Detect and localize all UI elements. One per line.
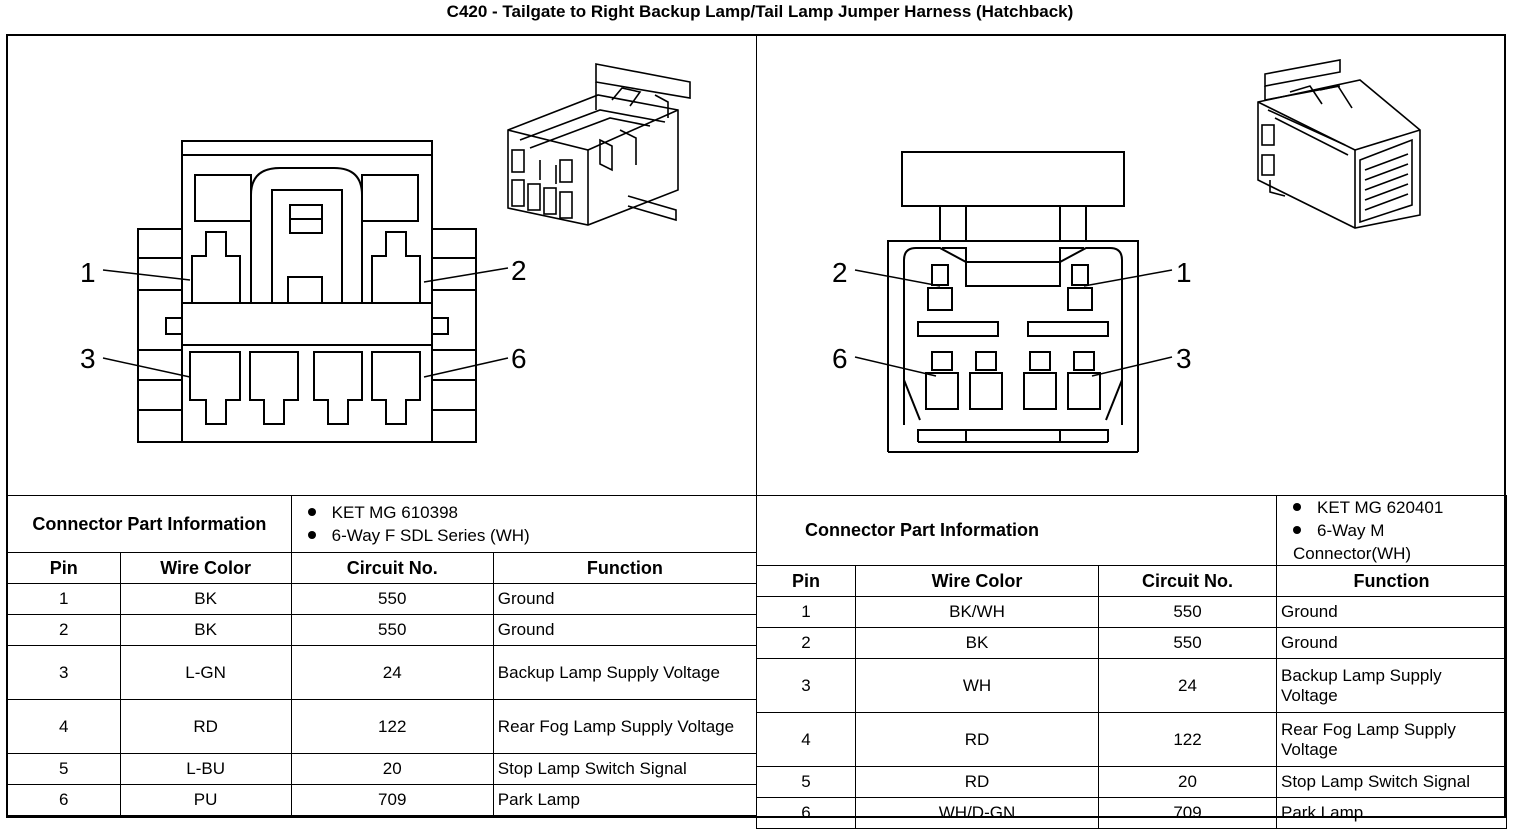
pin-cell: 5 xyxy=(756,766,856,798)
circuit-cell: 550 xyxy=(1098,627,1277,659)
header-circuit-no: Circuit No. xyxy=(1098,565,1277,597)
pin-cell: 6 xyxy=(6,784,121,816)
header-function: Function xyxy=(492,552,758,584)
header-pin: Pin xyxy=(756,565,856,597)
table-row: 1 BK/WH 550 Ground xyxy=(756,596,1507,628)
circuit-cell: 550 xyxy=(290,583,494,615)
left-pin-label-3: 3 xyxy=(80,343,96,374)
male-connector-face xyxy=(887,151,1139,453)
function-cell: Rear Fog Lamp Supply Voltage xyxy=(1276,712,1507,767)
male-connector-iso xyxy=(1257,59,1421,229)
table-row: 4 RD 122 Rear Fog Lamp Supply Voltage xyxy=(6,699,758,754)
wire-color-cell: L-BU xyxy=(119,753,292,785)
header-wire-color: Wire Color xyxy=(119,552,292,584)
wire-color-cell: RD xyxy=(119,699,292,754)
table-row: 2 BK 550 Ground xyxy=(756,627,1507,659)
wire-color-cell: RD xyxy=(855,712,1099,767)
function-cell: Park Lamp xyxy=(492,784,758,816)
pin-cell: 2 xyxy=(6,614,121,646)
bullet-icon xyxy=(307,530,316,539)
page-title: C420 - Tailgate to Right Backup Lamp/Tai… xyxy=(446,2,1074,21)
wire-color-cell: PU xyxy=(119,784,292,816)
table-row: 5 L-BU 20 Stop Lamp Switch Signal xyxy=(6,753,758,785)
function-cell: Ground xyxy=(492,583,758,615)
pin-cell: 1 xyxy=(756,596,856,628)
left-pin-label-6: 6 xyxy=(511,343,527,374)
wire-color-cell: BK/WH xyxy=(855,596,1099,628)
function-cell: Stop Lamp Switch Signal xyxy=(492,753,758,785)
right-pin-label-2: 2 xyxy=(832,257,848,288)
header-circuit-no: Circuit No. xyxy=(290,552,494,584)
header-pin: Pin xyxy=(6,552,121,584)
wire-color-cell: RD xyxy=(855,766,1099,798)
bullet-icon xyxy=(1293,525,1301,534)
wire-color-cell: BK xyxy=(119,583,292,615)
bullet-icon xyxy=(1293,502,1301,511)
table-row: 6 PU 709 Park Lamp xyxy=(6,784,758,816)
function-cell: Stop Lamp Switch Signal xyxy=(1276,766,1507,798)
table-row: 5 RD 20 Stop Lamp Switch Signal xyxy=(756,766,1507,798)
circuit-cell: 20 xyxy=(1098,766,1277,798)
circuit-cell: 20 xyxy=(290,753,494,785)
part-number: KET MG 620401 xyxy=(1317,498,1444,517)
female-connector-face xyxy=(137,140,477,443)
vertical-divider xyxy=(756,34,757,496)
function-cell: Ground xyxy=(1276,596,1507,628)
function-cell: Ground xyxy=(1276,627,1507,659)
wire-color-cell: BK xyxy=(855,627,1099,659)
female-connector-iso xyxy=(507,63,691,226)
connector-info-label: Connector Part Information xyxy=(756,495,1277,566)
right-pinout-table: Connector Part Information KET MG 620401… xyxy=(756,495,1507,829)
part-number: KET MG 610398 xyxy=(331,503,458,522)
header-function: Function xyxy=(1276,565,1507,597)
connector-info-label: Connector Part Information xyxy=(6,495,292,553)
function-cell: Backup Lamp Supply Voltage xyxy=(1276,658,1507,713)
wire-color-cell: L-GN xyxy=(119,645,292,700)
circuit-cell: 24 xyxy=(290,645,494,700)
part-info: KET MG 620401 6-Way M Connector(WH) xyxy=(1276,495,1507,566)
circuit-cell: 709 xyxy=(290,784,494,816)
header-wire-color: Wire Color xyxy=(855,565,1099,597)
table-row: 2 BK 550 Ground xyxy=(6,614,758,646)
pin-cell: 3 xyxy=(6,645,121,700)
pin-cell: 3 xyxy=(756,658,856,713)
right-pin-label-6: 6 xyxy=(832,343,848,374)
pin-cell: 4 xyxy=(6,699,121,754)
bullet-icon xyxy=(307,507,316,516)
left-pinout-table: Connector Part Information KET MG 610398… xyxy=(6,495,758,816)
pin-cell: 2 xyxy=(756,627,856,659)
circuit-cell: 24 xyxy=(1098,658,1277,713)
circuit-cell: 122 xyxy=(290,699,494,754)
table-row: 3 WH 24 Backup Lamp Supply Voltage xyxy=(756,658,1507,713)
wire-color-cell: WH xyxy=(855,658,1099,713)
right-pin-label-3: 3 xyxy=(1176,343,1192,374)
function-cell: Ground xyxy=(492,614,758,646)
connector-diagrams: 1 2 3 6 2 1 6 3 xyxy=(80,59,1421,453)
part-info: KET MG 610398 6-Way F SDL Series (WH) xyxy=(290,495,758,553)
circuit-cell: 550 xyxy=(1098,596,1277,628)
table-row: 4 RD 122 Rear Fog Lamp Supply Voltage xyxy=(756,712,1507,767)
table-row: 1 BK 550 Ground xyxy=(6,583,758,615)
table-row: 3 L-GN 24 Backup Lamp Supply Voltage xyxy=(6,645,758,700)
part-description: 6-Way F SDL Series (WH) xyxy=(331,526,530,545)
circuit-cell: 122 xyxy=(1098,712,1277,767)
pin-cell: 4 xyxy=(756,712,856,767)
left-pin-label-2: 2 xyxy=(511,255,527,286)
function-cell: Backup Lamp Supply Voltage xyxy=(492,645,758,700)
right-pin-label-1: 1 xyxy=(1176,257,1192,288)
pin-cell: 1 xyxy=(6,583,121,615)
pin-cell: 5 xyxy=(6,753,121,785)
function-cell: Rear Fog Lamp Supply Voltage xyxy=(492,699,758,754)
circuit-cell: 550 xyxy=(290,614,494,646)
part-description: 6-Way M Connector(WH) xyxy=(1293,521,1412,563)
wire-color-cell: BK xyxy=(119,614,292,646)
left-pin-label-1: 1 xyxy=(80,257,96,288)
